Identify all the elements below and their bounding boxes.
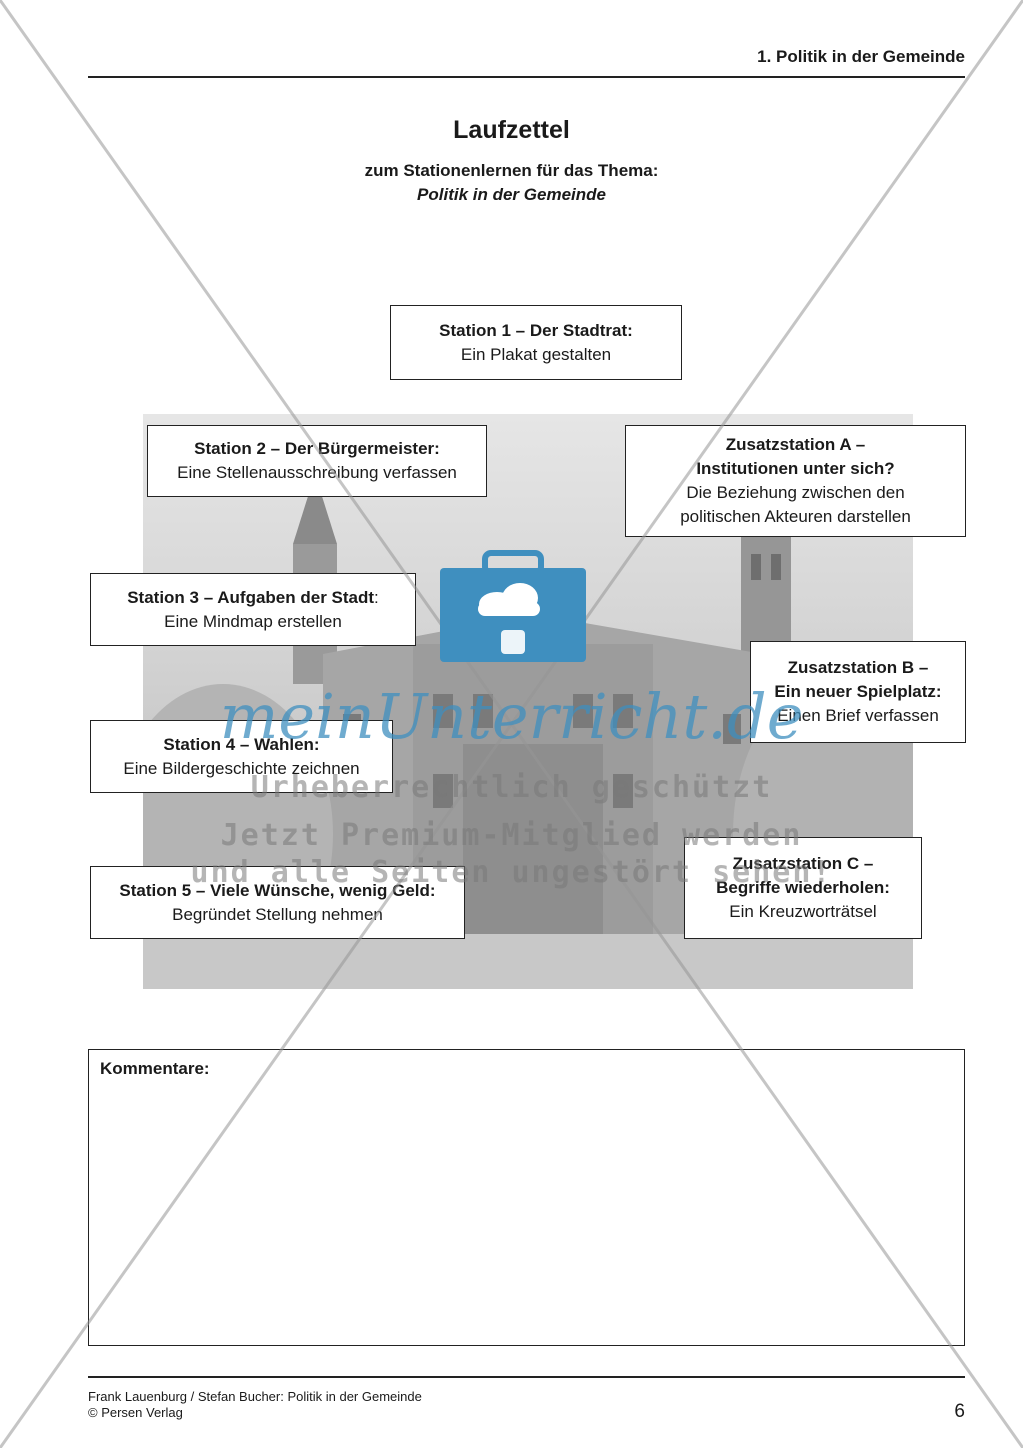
subtitle-topic: Politik in der Gemeinde: [417, 185, 606, 204]
footer-publisher: © Persen Verlag: [88, 1405, 183, 1420]
chapter-header: 1. Politik in der Gemeinde: [757, 47, 965, 66]
station-1-box: Station 1 – Der Stadtrat: Ein Plakat ges…: [390, 305, 682, 380]
comments-box[interactable]: Kommentare:: [88, 1049, 965, 1346]
comments-label: Kommentare:: [100, 1059, 210, 1078]
station-a-box: Zusatzstation A – Institutionen unter si…: [625, 425, 966, 537]
station-3-colon: :: [374, 587, 379, 607]
station-c-title: Zusatzstation C –: [732, 854, 874, 873]
station-1-title: Station 1 – Der Stadtrat:: [439, 320, 633, 340]
station-5-task: Begründet Stellung nehmen: [172, 904, 383, 924]
station-b-subtitle: Ein neuer Spielplatz:: [774, 682, 942, 701]
station-c-subtitle: Begriffe wiederholen:: [716, 878, 890, 897]
footer-authors: Frank Lauenburg / Stefan Bucher: Politik…: [88, 1389, 422, 1404]
footer-rule: [88, 1376, 965, 1378]
station-b-task: Einen Brief verfassen: [777, 706, 939, 725]
station-2-title: Station 2 – Der Bürgermeister:: [194, 439, 440, 458]
subtitle-line: zum Stationenlernen für das Thema:: [364, 161, 659, 180]
station-c-box: Zusatzstation C – Begriffe wiederholen: …: [684, 837, 922, 939]
page-title: Laufzettel: [453, 116, 570, 144]
station-2-task: Eine Stellenausschreibung verfassen: [177, 463, 457, 482]
station-a-title: Zusatzstation A –: [725, 435, 866, 454]
station-2-box: Station 2 – Der Bürgermeister: Eine Stel…: [147, 425, 487, 497]
station-3-box: Station 3 – Aufgaben der Stadt: Eine Min…: [90, 573, 416, 646]
page-subtitle: zum Stationenlernen für das Thema: Polit…: [0, 159, 1023, 207]
station-5-box: Station 5 – Viele Wünsche, wenig Geld: B…: [90, 866, 465, 939]
station-a-subtitle: Institutionen unter sich?: [696, 459, 895, 478]
station-3-title: Station 3 – Aufgaben der Stadt: [127, 587, 375, 607]
station-a-task-cont: politischen Akteuren darstellen: [680, 507, 911, 526]
station-3-task: Eine Mindmap erstellen: [164, 611, 342, 631]
station-4-box: Station 4 – Wahlen: Eine Bildergeschicht…: [90, 720, 393, 793]
station-4-task: Eine Bildergeschichte zeichnen: [123, 758, 360, 778]
station-a-task: Die Beziehung zwischen den: [686, 483, 905, 502]
station-b-box: Zusatzstation B – Ein neuer Spielplatz: …: [750, 641, 966, 743]
header-rule: [88, 76, 965, 78]
station-5-title: Station 5 – Viele Wünsche, wenig Geld:: [119, 880, 436, 900]
station-1-task: Ein Plakat gestalten: [460, 344, 612, 364]
station-b-title: Zusatzstation B –: [787, 658, 929, 677]
station-c-task: Ein Kreuzworträtsel: [729, 902, 877, 921]
page-number: 6: [954, 1401, 965, 1422]
station-4-title: Station 4 – Wahlen:: [163, 734, 320, 754]
